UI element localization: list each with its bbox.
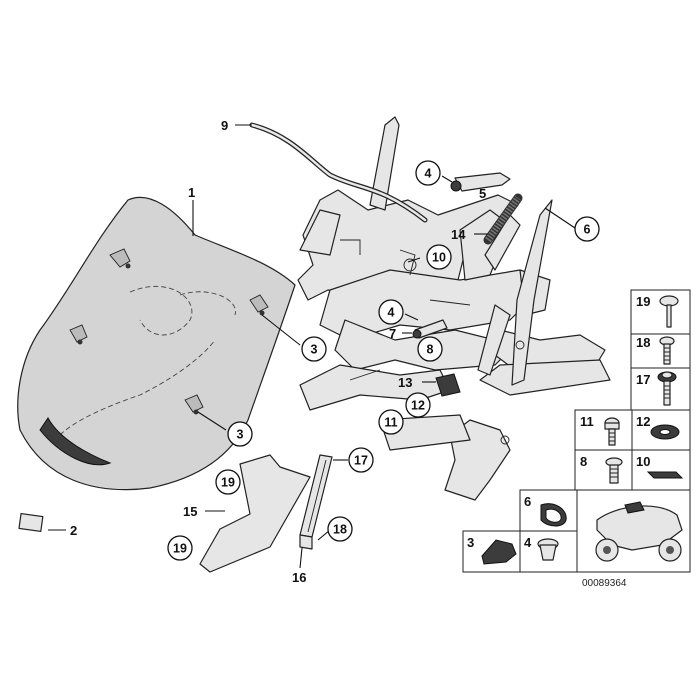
svg-text:19: 19 — [636, 294, 650, 309]
svg-text:11: 11 — [580, 414, 594, 429]
sticker-part — [18, 512, 44, 533]
svg-text:11: 11 — [384, 416, 397, 430]
svg-text:12: 12 — [636, 414, 650, 429]
svg-text:6: 6 — [524, 494, 531, 509]
svg-text:17: 17 — [636, 372, 650, 387]
label-13: 13 — [398, 375, 412, 390]
label-15: 15 — [183, 504, 197, 519]
legend-parts — [481, 295, 684, 565]
reference-number: 00089364 — [582, 578, 627, 589]
label-7: 7 — [389, 326, 396, 341]
callout-4-lower: 4 — [378, 299, 404, 325]
svg-text:6: 6 — [584, 223, 591, 237]
callout-10: 10 — [426, 244, 452, 270]
windshield — [17, 196, 296, 491]
rubber-block — [435, 373, 461, 397]
callout-3-upper: 3 — [301, 336, 327, 362]
svg-text:3: 3 — [467, 535, 474, 550]
svg-text:10: 10 — [432, 251, 446, 265]
callout-8: 8 — [417, 336, 443, 362]
callout-3-lower: 3 — [227, 421, 253, 447]
svg-text:19: 19 — [221, 476, 235, 490]
svg-text:4: 4 — [425, 167, 432, 181]
label-9: 9 — [221, 118, 228, 133]
legend-labels: 19 18 17 11 12 8 10 6 3 4 — [467, 294, 650, 550]
callout-19-upper: 19 — [215, 469, 241, 495]
svg-text:18: 18 — [636, 335, 650, 350]
lever-part — [454, 172, 511, 192]
callout-17: 17 — [348, 447, 374, 473]
bracket-part — [299, 454, 333, 550]
circled-labels: 3 3 4 4 6 8 10 11 — [167, 160, 600, 561]
callout-4-upper: 4 — [415, 160, 441, 186]
callout-18: 18 — [327, 516, 353, 542]
svg-text:19: 19 — [173, 542, 187, 556]
trim-panel — [199, 454, 311, 573]
svg-text:3: 3 — [237, 428, 244, 442]
spring-part — [483, 193, 523, 245]
svg-text:17: 17 — [354, 454, 368, 468]
mounting-frame — [297, 116, 611, 501]
label-16: 16 — [292, 570, 306, 585]
callout-19-lower: 19 — [167, 535, 193, 561]
label-5: 5 — [479, 186, 486, 201]
svg-text:18: 18 — [333, 523, 347, 537]
label-14: 14 — [451, 227, 466, 242]
svg-text:8: 8 — [427, 343, 434, 357]
callout-6: 6 — [574, 216, 600, 242]
callout-12: 12 — [405, 392, 431, 418]
svg-text:8: 8 — [580, 454, 587, 469]
leader-lines — [48, 124, 576, 569]
callout-11: 11 — [378, 409, 404, 435]
svg-text:12: 12 — [411, 399, 425, 413]
part-labels: 1 2 5 7 9 13 14 15 16 — [70, 118, 486, 585]
svg-text:3: 3 — [311, 343, 318, 357]
svg-text:4: 4 — [388, 306, 395, 320]
svg-text:4: 4 — [524, 535, 532, 550]
legend-grid — [462, 289, 691, 573]
svg-text:10: 10 — [636, 454, 650, 469]
label-2: 2 — [70, 523, 77, 538]
label-1: 1 — [188, 185, 195, 200]
